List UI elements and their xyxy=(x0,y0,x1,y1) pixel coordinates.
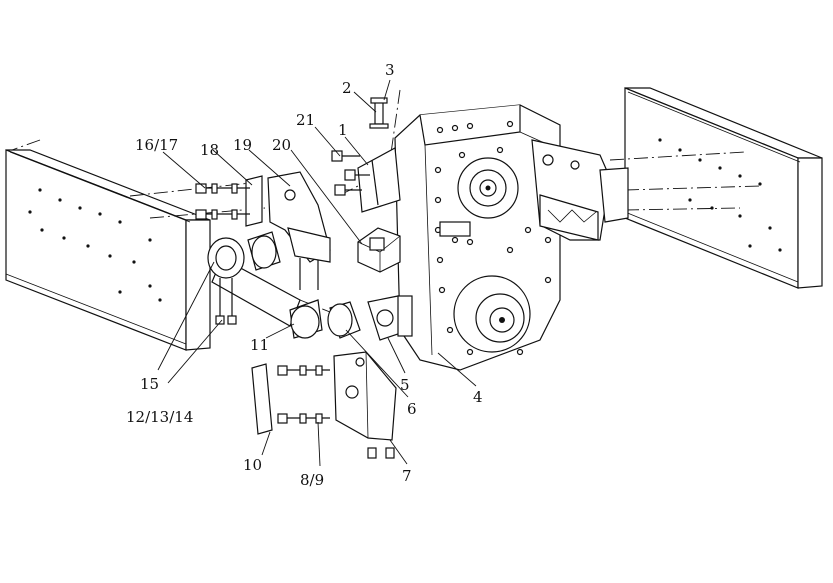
callout-1: 1 xyxy=(338,121,348,139)
callout-20: 20 xyxy=(272,136,291,154)
bolts-part-8-9 xyxy=(277,365,395,459)
bushing-upper xyxy=(247,231,281,271)
lower-bracket-part-7 xyxy=(333,351,397,441)
left-bracket-part-19 xyxy=(267,171,331,290)
callout-11: 11 xyxy=(250,336,269,354)
callout-2: 2 xyxy=(342,79,352,97)
left-frame-rail xyxy=(5,139,211,351)
bushing-part-6 xyxy=(327,301,361,339)
leader-lines xyxy=(157,79,477,467)
callout-18: 18 xyxy=(200,141,219,159)
clamp-part-5 xyxy=(367,295,413,341)
right-frame-rail xyxy=(624,87,823,289)
upper-bracket-part-1 xyxy=(357,97,401,213)
callout-7: 7 xyxy=(402,467,412,485)
callout-15: 15 xyxy=(140,375,159,393)
right-mount-bracket xyxy=(531,139,629,241)
plate-part-10 xyxy=(251,363,273,435)
callout-3: 3 xyxy=(385,61,395,79)
callout-12-13-14: 12/13/14 xyxy=(126,408,193,426)
spacer-plate-part-18 xyxy=(245,175,263,227)
callout-10: 10 xyxy=(243,456,262,474)
bolts-part-21 xyxy=(331,150,370,196)
callout-8-9: 8/9 xyxy=(300,471,324,489)
callout-21: 21 xyxy=(296,111,315,129)
bolts-part-16-17 xyxy=(195,183,250,220)
callout-6: 6 xyxy=(407,400,417,418)
rubber-mount-part-20 xyxy=(357,227,401,273)
callout-4: 4 xyxy=(473,388,483,406)
torque-arm-part-11 xyxy=(207,237,323,339)
callout-16-17: 16/17 xyxy=(135,136,178,154)
callout-5: 5 xyxy=(400,376,410,394)
callout-labels: 1 2 3 21 20 19 18 16/17 11 15 12/13/14 5… xyxy=(126,61,483,489)
transfer-case-housing xyxy=(394,104,561,371)
bolts-part-12-13-14 xyxy=(215,278,237,325)
callout-19: 19 xyxy=(233,136,252,154)
